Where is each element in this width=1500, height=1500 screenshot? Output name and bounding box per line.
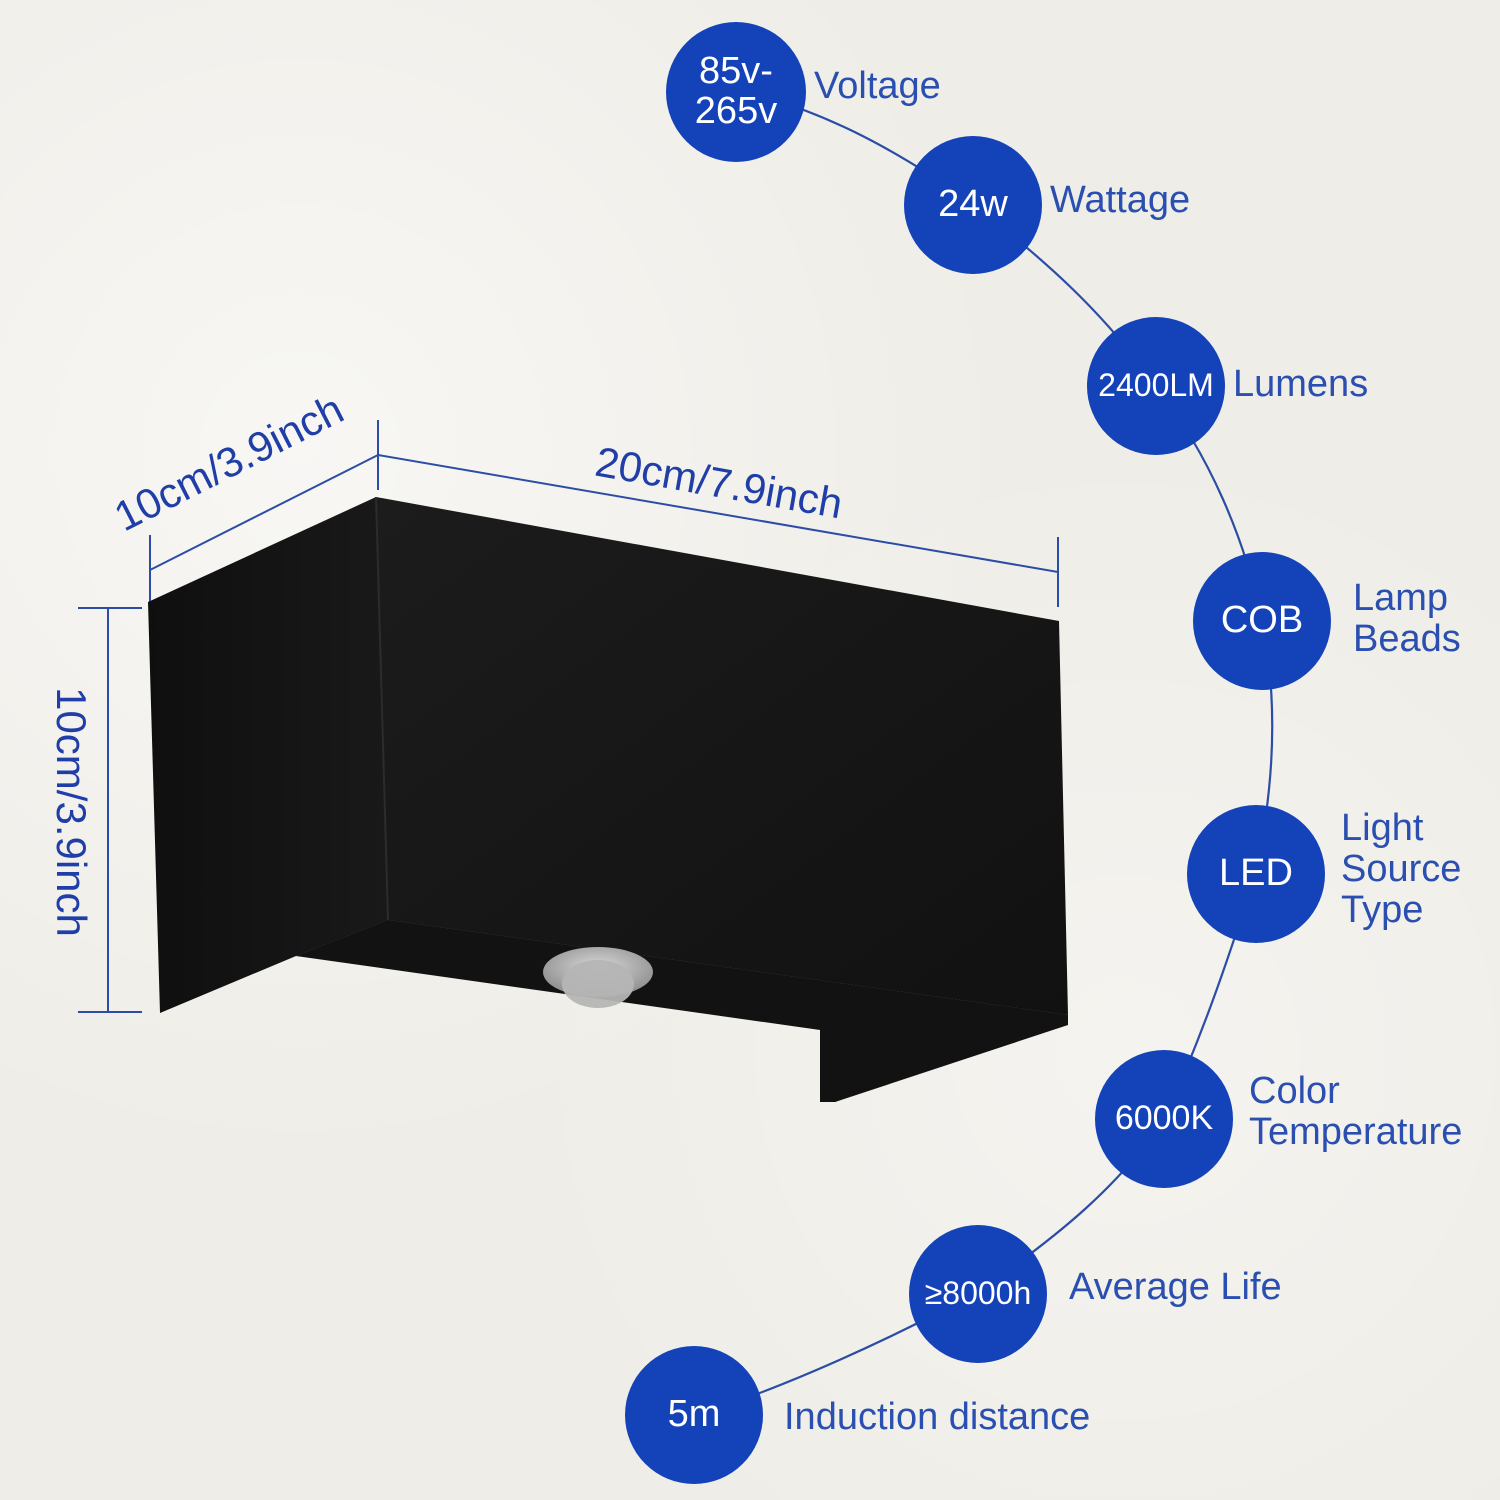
wattage-label: Wattage — [1050, 179, 1191, 221]
induction-distance-badge: 5m — [625, 1346, 763, 1484]
lamp-beads-label: Lamp Beads — [1353, 577, 1461, 661]
voltage-label: Voltage — [814, 65, 941, 107]
color-temperature-badge: 6000K — [1095, 1050, 1233, 1188]
light-source-type-badge: LED — [1187, 805, 1325, 943]
color-temperature-value: 6000K — [1114, 1099, 1214, 1138]
lamp-edge-line — [375, 496, 389, 921]
color-temperature-label: Color Temperature — [1249, 1070, 1463, 1154]
average-life-label: Average Life — [1069, 1266, 1282, 1308]
voltage-value: 85v- 265v — [694, 50, 778, 132]
induction-distance-label: Induction distance — [784, 1396, 1091, 1438]
light-source-type-label: Light Source Type — [1341, 807, 1462, 932]
motion-sensor-dome — [562, 960, 634, 1008]
induction-distance-value: 5m — [667, 1393, 721, 1436]
lamp-beads-value: COB — [1220, 599, 1304, 642]
light-source-type-value: LED — [1219, 852, 1293, 895]
height-dimension-label: 10cm/3.9inch — [47, 687, 95, 937]
lamp-bottom-lip — [296, 920, 1068, 1102]
wattage-value: 24w — [938, 183, 1008, 226]
lumens-label: Lumens — [1233, 363, 1369, 405]
lamp-front-face — [376, 497, 1068, 1015]
average-life-badge: ≥8000h — [909, 1225, 1047, 1363]
depth-dimension-line — [149, 454, 379, 571]
wall-lamp — [148, 496, 1068, 1102]
wattage-badge: 24w — [904, 136, 1042, 274]
lamp-beads-badge: COB — [1193, 552, 1331, 690]
average-life-value: ≥8000h — [924, 1275, 1032, 1312]
voltage-badge: 85v- 265v — [666, 22, 806, 162]
lamp-left-side — [148, 497, 388, 1013]
lumens-value: 2400LM — [1098, 367, 1214, 404]
width-dimension-line — [377, 454, 1059, 573]
lumens-badge: 2400LM — [1087, 317, 1225, 455]
